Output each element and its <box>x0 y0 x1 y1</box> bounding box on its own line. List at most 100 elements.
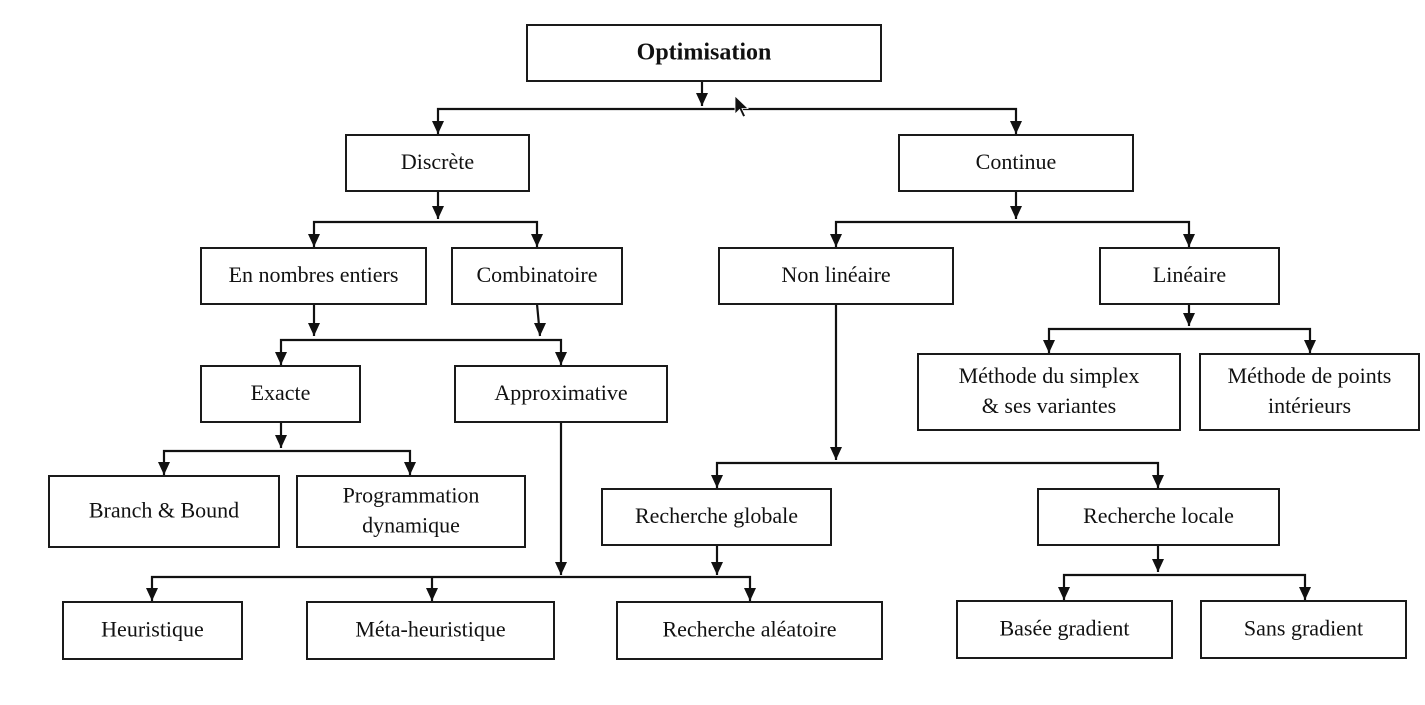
node-label: Méthode de points <box>1228 363 1392 388</box>
connector-line <box>312 220 539 247</box>
node-frame <box>1037 488 1280 546</box>
node-frame <box>616 601 883 660</box>
node-frame <box>898 134 1134 192</box>
node-non-lineaire: Non linéaire <box>718 247 954 305</box>
arrowhead-icon <box>1183 313 1195 326</box>
node-simplex: Méthode du simplex & ses variantes <box>917 353 1181 431</box>
node-frame <box>306 601 555 660</box>
node-label: Recherche aléatoire <box>662 617 836 642</box>
node-meta-heuristique: Méta-heuristique <box>306 601 555 660</box>
node-frame <box>601 488 832 546</box>
arrowhead-icon <box>830 234 842 247</box>
node-label: Combinatoire <box>477 262 598 287</box>
arrowhead-icon <box>534 323 546 336</box>
arrowhead-icon <box>1152 559 1164 572</box>
node-frame <box>296 475 526 548</box>
node-frame <box>345 134 530 192</box>
arrowhead-icon <box>432 206 444 219</box>
node-frame <box>956 600 1173 659</box>
connector-line <box>1047 327 1312 353</box>
arrowhead-icon <box>1010 121 1022 134</box>
node-frame <box>200 247 427 305</box>
arrowhead-icon <box>1010 206 1022 219</box>
node-lineaire: Linéaire <box>1099 247 1280 305</box>
node-recherche-aleatoire: Recherche aléatoire <box>616 601 883 660</box>
node-frame <box>526 24 882 82</box>
node-combinatoire: Combinatoire <box>451 247 623 305</box>
node-label: Recherche locale <box>1083 503 1234 528</box>
node-prog-dyn: Programmation dynamique <box>296 475 526 548</box>
node-label: Recherche globale <box>635 503 798 528</box>
node-sans-gradient: Sans gradient <box>1200 600 1407 659</box>
node-optimisation: Optimisation <box>526 24 882 82</box>
arrowhead-icon <box>275 435 287 448</box>
node-entiers: En nombres entiers <box>200 247 427 305</box>
node-label: Branch & Bound <box>89 498 239 523</box>
node-label: dynamique <box>362 513 460 538</box>
arrowhead-icon <box>555 352 567 365</box>
arrowhead-icon <box>1043 340 1055 353</box>
node-label: Linéaire <box>1153 262 1226 287</box>
node-frame <box>1199 353 1420 431</box>
arrowhead-icon <box>1152 475 1164 488</box>
arrowhead-icon <box>531 234 543 247</box>
node-label: Méta-heuristique <box>355 617 505 642</box>
connector-line <box>162 449 412 475</box>
connector-line <box>279 338 563 365</box>
node-label: & ses variantes <box>982 393 1116 418</box>
node-branch-bound: Branch & Bound <box>48 475 280 548</box>
node-label: Programmation <box>343 483 480 508</box>
node-label: Non linéaire <box>781 262 890 287</box>
node-recherche-locale: Recherche locale <box>1037 488 1280 546</box>
arrowhead-icon <box>146 588 158 601</box>
node-label: Approximative <box>494 380 627 405</box>
node-label: Exacte <box>251 380 311 405</box>
node-discrete: Discrète <box>345 134 530 192</box>
arrowhead-icon <box>308 234 320 247</box>
node-label: Discrète <box>401 149 474 174</box>
node-frame <box>917 353 1181 431</box>
node-label: Méthode du simplex <box>959 363 1140 388</box>
node-label: En nombres entiers <box>229 262 399 287</box>
node-frame <box>1200 600 1407 659</box>
arrowhead-icon <box>308 323 320 336</box>
node-frame <box>454 365 668 423</box>
arrowhead-icon <box>275 352 287 365</box>
node-frame <box>451 247 623 305</box>
mouse-pointer-icon <box>734 95 749 118</box>
node-label: intérieurs <box>1268 393 1351 418</box>
node-label: Continue <box>976 149 1057 174</box>
connector-line <box>1062 573 1307 600</box>
node-frame <box>1099 247 1280 305</box>
arrowhead-icon <box>696 93 708 106</box>
arrowhead-icon <box>711 562 723 575</box>
connector-line <box>715 461 1160 488</box>
arrowhead-icon <box>404 462 416 475</box>
node-label: Basée gradient <box>999 616 1129 641</box>
node-label: Optimisation <box>637 40 772 66</box>
arrowhead-icon <box>1304 340 1316 353</box>
connector-line <box>834 220 1191 247</box>
arrowhead-icon <box>830 447 842 460</box>
arrowhead-icon <box>711 475 723 488</box>
node-approximative: Approximative <box>454 365 668 423</box>
arrowhead-icon <box>555 562 567 575</box>
connector-line <box>150 575 752 601</box>
connectors <box>146 81 1316 601</box>
node-basee-gradient: Basée gradient <box>956 600 1173 659</box>
node-label: Sans gradient <box>1244 616 1363 641</box>
arrowhead-icon <box>1299 587 1311 600</box>
arrowhead-icon <box>744 588 756 601</box>
arrowhead-icon <box>1183 234 1195 247</box>
node-frame <box>48 475 280 548</box>
node-frame <box>200 365 361 423</box>
node-continue: Continue <box>898 134 1134 192</box>
arrowhead-icon <box>158 462 170 475</box>
node-points-interieurs: Méthode de points intérieurs <box>1199 353 1420 431</box>
node-heuristique: Heuristique <box>62 601 243 660</box>
node-frame <box>718 247 954 305</box>
node-label: Heuristique <box>101 617 204 642</box>
arrowhead-icon <box>1058 587 1070 600</box>
